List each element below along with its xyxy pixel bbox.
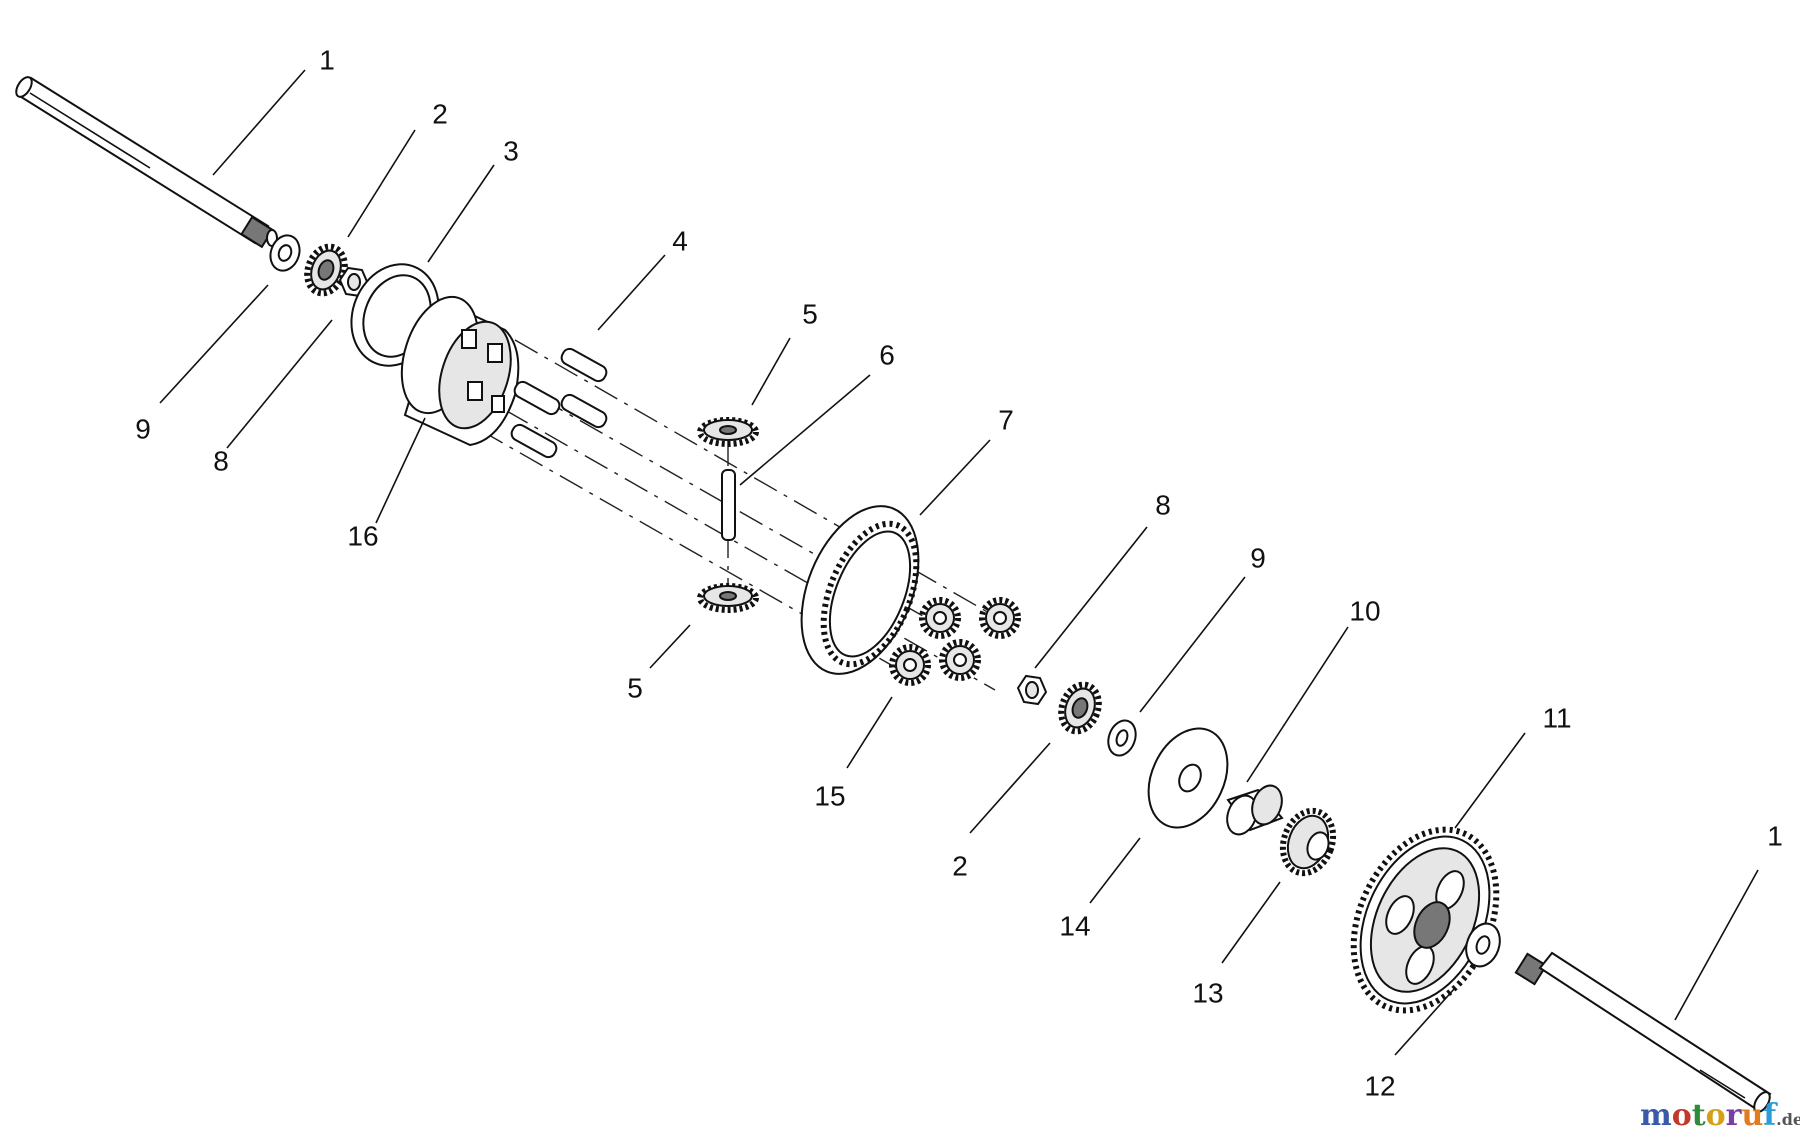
pinion-pins <box>510 347 608 459</box>
flat-washer-large <box>1147 727 1229 829</box>
watermark-letter-u: u <box>1741 1098 1763 1133</box>
callout-12: 12 <box>1364 1070 1395 1101</box>
callout-16: 16 <box>347 520 378 551</box>
callout-5-top: 5 <box>802 298 818 329</box>
watermark-letter-t: t <box>1692 1098 1706 1133</box>
spacer-bushing <box>1226 784 1284 836</box>
bevel-gear-right <box>1058 681 1102 735</box>
ring-gear <box>800 505 920 675</box>
washer-right <box>1107 719 1137 757</box>
differential-case <box>400 295 520 447</box>
watermark-suffix: .de <box>1776 1110 1800 1129</box>
bevel-gear-left <box>304 243 348 297</box>
cross-shaft <box>721 469 736 541</box>
bevel-pinion-top <box>697 417 759 447</box>
callout-9-right: 9 <box>1250 542 1266 573</box>
callout-8-right: 8 <box>1155 489 1171 520</box>
washer-12 <box>1465 922 1501 968</box>
planet-gears <box>889 597 1021 686</box>
callout-11: 11 <box>1542 702 1571 733</box>
bevel-pinion-bottom <box>697 583 759 613</box>
watermark-letter-r: r <box>1726 1098 1743 1133</box>
callout-2-bottom: 2 <box>952 850 968 881</box>
callout-7: 7 <box>998 404 1014 435</box>
callout-10: 10 <box>1349 595 1380 626</box>
watermark-letter-m: m <box>1640 1098 1672 1133</box>
spur-gear-large <box>1350 826 1500 1014</box>
callout-labels: 1 2 3 4 5 6 7 9 8 16 5 15 8 9 10 11 2 14… <box>135 44 1783 1101</box>
callout-8-left: 8 <box>213 445 229 476</box>
leader-lines <box>159 69 1759 1056</box>
axle-left <box>15 76 278 249</box>
callout-15: 15 <box>814 780 845 811</box>
watermark-letter-o2: o <box>1706 1098 1726 1133</box>
callout-14: 14 <box>1059 910 1090 941</box>
callout-1-bottom: 1 <box>1767 820 1783 851</box>
washer-left <box>269 234 301 272</box>
callout-2-top: 2 <box>432 98 448 129</box>
callout-13: 13 <box>1192 977 1223 1008</box>
centerlines <box>479 339 1011 691</box>
watermark-logo: motoruf.de <box>1640 1098 1800 1133</box>
watermark-letter-o: o <box>1672 1098 1692 1133</box>
callout-9-left: 9 <box>135 413 151 444</box>
callout-4: 4 <box>672 225 688 256</box>
watermark-word: motoruf.de <box>1640 1098 1800 1133</box>
axle-right <box>1514 951 1772 1113</box>
nut-right <box>1016 674 1048 706</box>
callout-5-bottom: 5 <box>627 672 643 703</box>
callout-3: 3 <box>503 135 519 166</box>
spur-gear-small <box>1279 807 1337 877</box>
callout-6: 6 <box>879 339 895 370</box>
watermark-letter-f: f <box>1763 1098 1778 1133</box>
callout-1-top: 1 <box>319 44 335 75</box>
